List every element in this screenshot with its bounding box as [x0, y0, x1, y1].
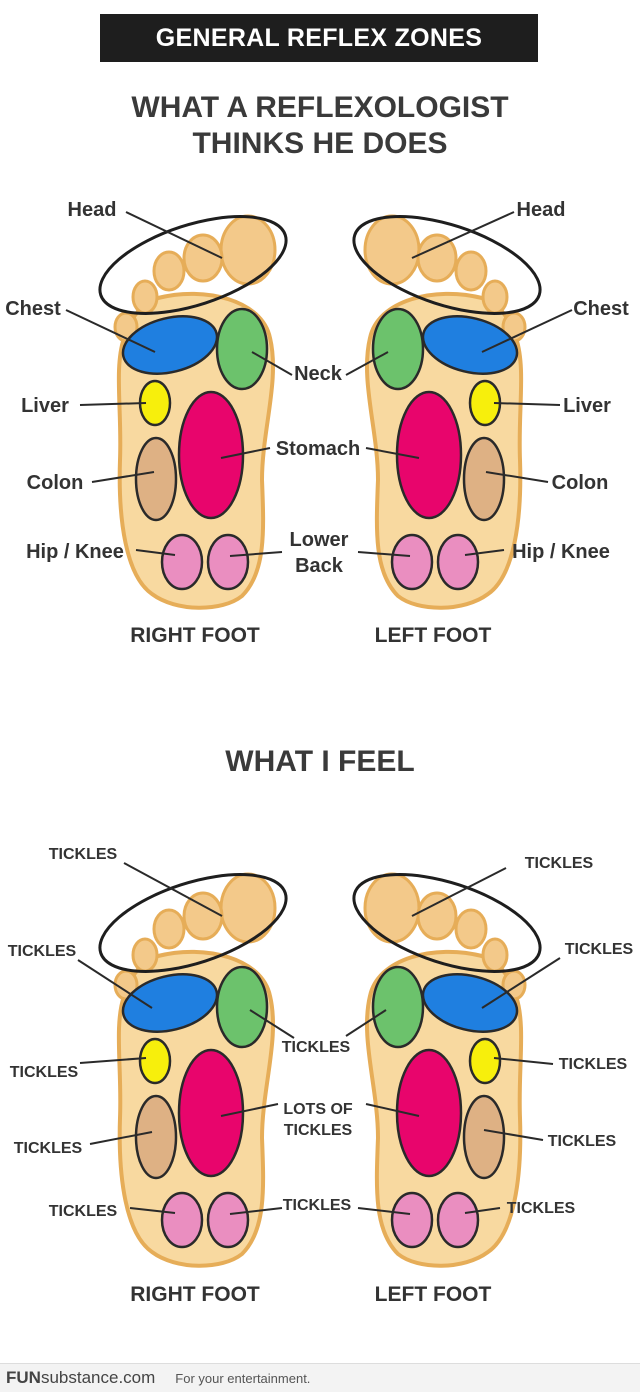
label-head-left: Head	[517, 199, 566, 221]
label-tickles-liver-right: TICKLES	[10, 1064, 79, 1081]
footer-bar: FUNsubstance.com For your entertainment.	[0, 1363, 640, 1392]
bottom-heading: WHAT I FEEL	[225, 745, 415, 778]
label-tickles-hip-left: TICKLES	[507, 1200, 576, 1217]
label-neck: Neck	[294, 363, 343, 385]
label-tickles-liver-left: TICKLES	[559, 1056, 628, 1073]
caption-right-foot-bottom: RIGHT FOOT	[130, 1283, 260, 1306]
site-logo-bold: FUN	[6, 1368, 41, 1387]
banner-title: GENERAL REFLEX ZONES	[100, 14, 538, 62]
label-lots-of-tickles-line-2: TICKLES	[284, 1122, 353, 1139]
label-liver-left: Liver	[563, 395, 611, 417]
label-lower-back-line-2: Back	[295, 555, 344, 577]
top-heading-line-2: THINKS HE DOES	[192, 127, 448, 160]
label-liver-right: Liver	[21, 395, 69, 417]
caption-left-foot-bottom: LEFT FOOT	[375, 1283, 492, 1306]
label-colon-right: Colon	[27, 472, 84, 494]
label-stomach: Stomach	[276, 438, 360, 460]
top-heading: WHAT A REFLEXOLOGIST THINKS HE DOES	[0, 90, 640, 162]
label-chest-right: Chest	[5, 298, 61, 320]
reflex-zones-diagram: Head Head Chest Chest Neck Liver Liver S…	[5, 194, 629, 647]
site-logo-rest: substance.com	[40, 1368, 156, 1387]
label-tickles-neck: TICKLES	[282, 1039, 351, 1056]
label-tickles-head-left: TICKLES	[525, 855, 594, 872]
label-tickles-chest-left: TICKLES	[565, 941, 634, 958]
label-tickles-hip-right: TICKLES	[49, 1203, 118, 1220]
caption-left-foot: LEFT FOOT	[375, 624, 492, 647]
top-heading-line-1: WHAT A REFLEXOLOGIST	[131, 91, 509, 124]
label-tickles-colon-right: TICKLES	[14, 1140, 83, 1157]
label-lots-of-tickles-line-1: LOTS OF	[283, 1101, 353, 1118]
label-hip-knee-left: Hip / Knee	[512, 541, 610, 563]
label-tickles-lower-back: TICKLES	[283, 1197, 352, 1214]
label-colon-left: Colon	[552, 472, 609, 494]
leader-lines	[65, 211, 573, 557]
label-tickles-chest-right: TICKLES	[8, 943, 77, 960]
label-lower-back-line-1: Lower	[290, 529, 349, 551]
site-logo[interactable]: FUNsubstance.com	[6, 1368, 155, 1388]
label-tickles-colon-left: TICKLES	[548, 1133, 617, 1150]
footer-tagline: For your entertainment.	[175, 1370, 311, 1386]
label-chest-left: Chest	[573, 298, 629, 320]
tickles-diagram: TICKLES TICKLES TICKLES TICKLES TICKLES …	[8, 846, 634, 1306]
caption-right-foot: RIGHT FOOT	[130, 624, 260, 647]
label-hip-knee-right: Hip / Knee	[26, 541, 124, 563]
label-head-right: Head	[68, 199, 117, 221]
leader-lines-bottom	[77, 862, 561, 1215]
label-tickles-head-right: TICKLES	[49, 846, 118, 863]
